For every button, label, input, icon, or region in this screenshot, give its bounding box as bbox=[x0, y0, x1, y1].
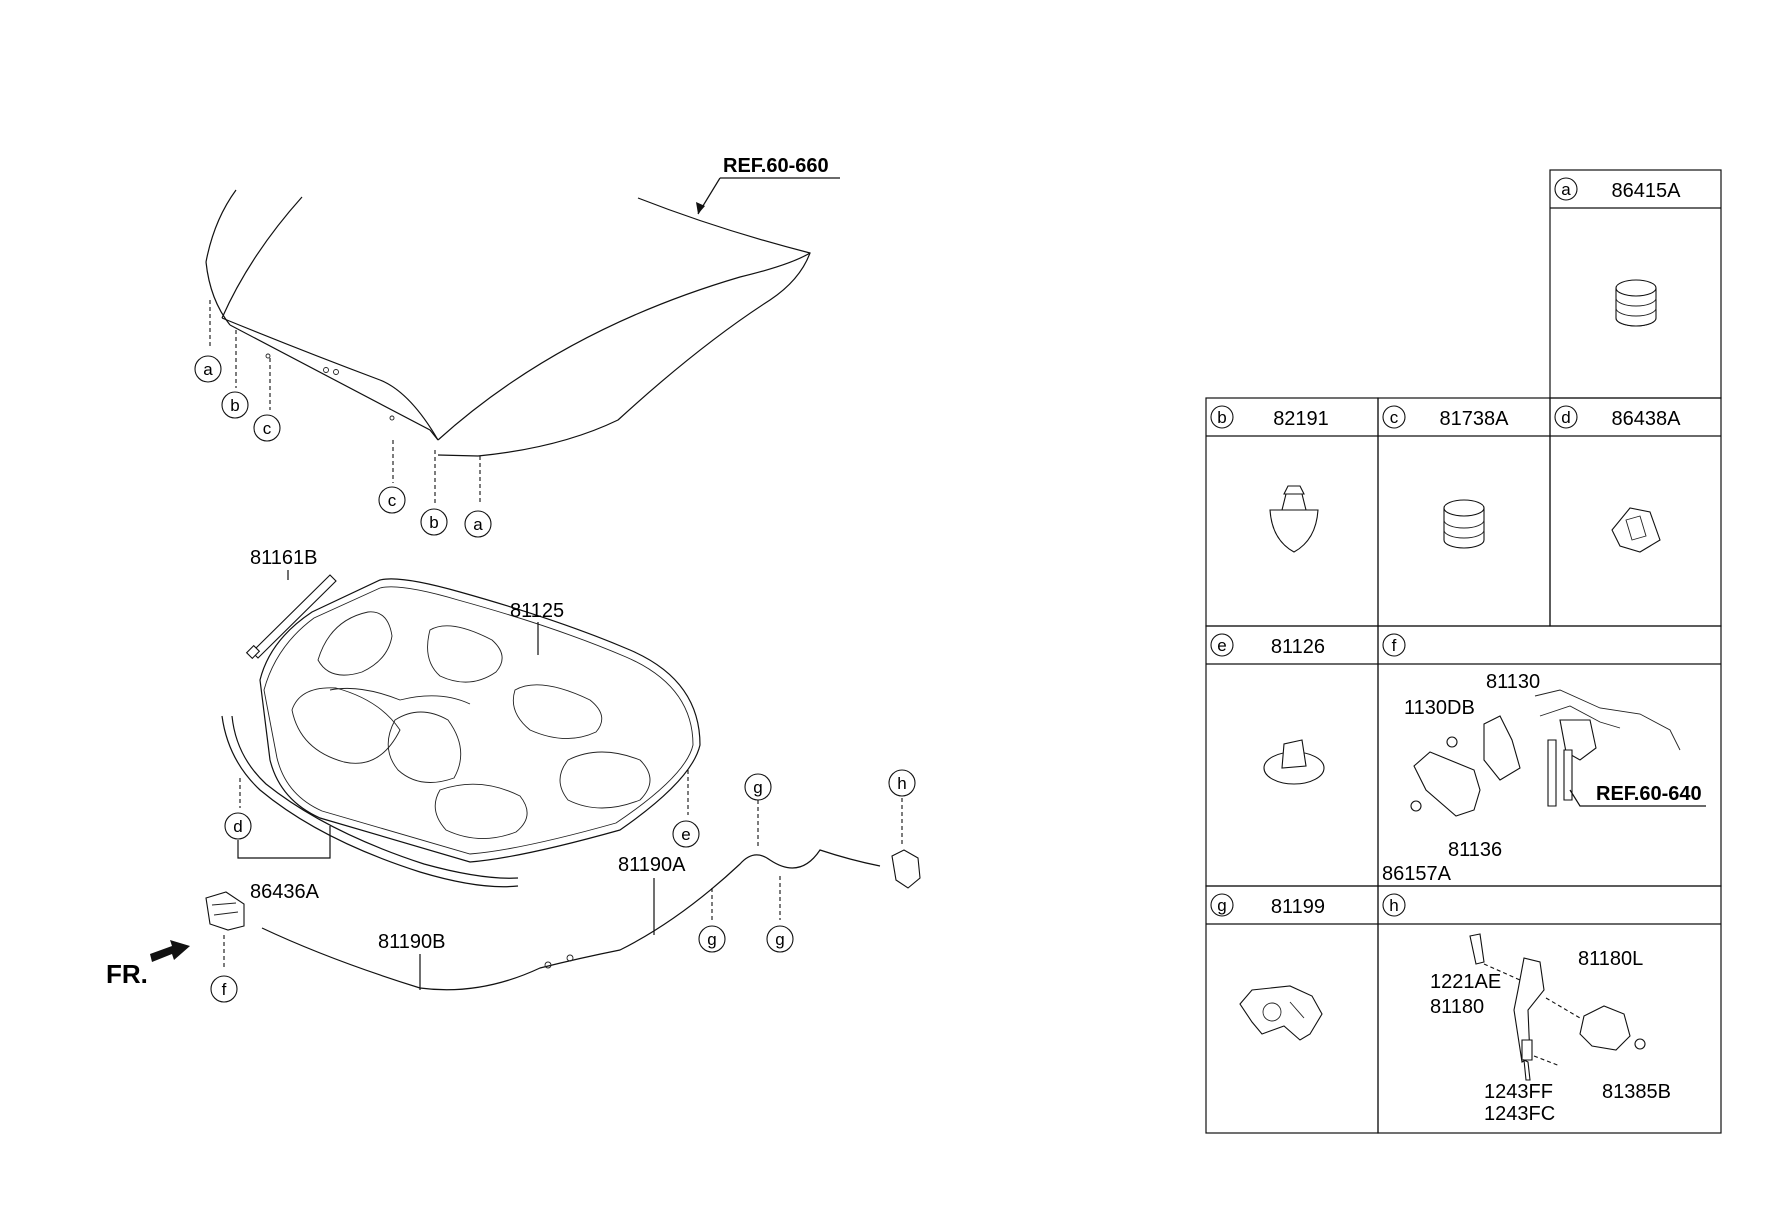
cell-part-number: 86415A bbox=[1612, 180, 1682, 202]
cell-letter: c bbox=[1390, 408, 1399, 427]
front-label: FR. bbox=[106, 959, 148, 989]
callout-letter: f bbox=[222, 980, 227, 999]
ref-latch-label: REF.60-640 bbox=[1596, 783, 1702, 805]
callout-circle-b2 bbox=[420, 508, 448, 536]
cell-letter: f bbox=[1392, 636, 1397, 655]
parts-table: a 86415A b 82191 bbox=[1205, 169, 1722, 1134]
latch-label-81136: 81136 bbox=[1448, 839, 1502, 861]
hood-panel bbox=[205, 189, 811, 457]
callout-circle-a2 bbox=[464, 510, 492, 538]
callout-circle-f bbox=[210, 975, 238, 1003]
hood-insulator bbox=[259, 578, 701, 863]
callout-letter: b bbox=[429, 513, 438, 532]
cable-clips: g g g bbox=[698, 773, 794, 953]
callout-circle-g3 bbox=[766, 925, 794, 953]
callout-circle-a bbox=[194, 355, 222, 383]
bumper-stop-icon bbox=[1443, 499, 1485, 549]
callout-letter: g bbox=[753, 778, 762, 797]
cell-f: f 81130 1130DB 81136 86157A REF.60-640 bbox=[1377, 625, 1722, 887]
latch-label-86157a: 86157A bbox=[1382, 863, 1452, 885]
insulator-callout: 81125 bbox=[510, 600, 564, 655]
latch-label-1130db: 1130DB bbox=[1404, 697, 1475, 719]
weatherstrip: d 86436A bbox=[221, 715, 519, 903]
callout-letter: e bbox=[681, 825, 690, 844]
insulator-label: 81125 bbox=[510, 600, 564, 622]
handle-label-1243ff: 1243FF bbox=[1484, 1081, 1553, 1103]
cell-h: h 1221AE 81180L 81180 1243FF 1243FC 8138… bbox=[1377, 885, 1722, 1134]
cell-g: g 81199 bbox=[1205, 885, 1379, 1134]
cable-a-label: 81190A bbox=[618, 854, 686, 876]
callout-circle-h bbox=[888, 769, 916, 797]
callout-letter: d bbox=[233, 817, 242, 836]
callout-letter: g bbox=[775, 930, 784, 949]
callout-letter: h bbox=[897, 774, 906, 793]
handle-label-81385b: 81385B bbox=[1602, 1081, 1671, 1103]
weatherstrip-label: 86436A bbox=[250, 881, 320, 903]
cell-e: e 81126 bbox=[1205, 625, 1379, 887]
ref-hood-callout: REF.60-660 bbox=[696, 155, 840, 215]
callout-circle-g2 bbox=[744, 773, 772, 801]
callout-circle-c2 bbox=[378, 486, 406, 514]
front-arrow-icon bbox=[150, 940, 190, 962]
callout-e: e bbox=[672, 770, 700, 848]
callout-letter: a bbox=[203, 360, 213, 379]
handle-label-81180: 81180 bbox=[1430, 996, 1484, 1018]
clip-icon bbox=[1611, 507, 1661, 553]
cell-d: d 86438A bbox=[1549, 397, 1722, 627]
callout-circle-e bbox=[672, 820, 700, 848]
cell-part-number: 81738A bbox=[1440, 408, 1510, 430]
stay-rod-label: 81161B bbox=[250, 547, 317, 569]
release-cable: 81190B 81190A bbox=[261, 849, 881, 991]
cell-part-number: 81199 bbox=[1271, 896, 1325, 918]
release-handle-assembly-icon bbox=[1469, 933, 1646, 1081]
cell-c: c 81738A bbox=[1377, 397, 1551, 627]
latch-label-81130: 81130 bbox=[1486, 671, 1540, 693]
cell-b: b 82191 bbox=[1205, 397, 1379, 627]
cell-part-number: 81126 bbox=[1271, 636, 1325, 658]
callout-circle-c bbox=[253, 414, 281, 442]
ref-hood-label: REF.60-660 bbox=[723, 155, 829, 177]
callout-circle-g1 bbox=[698, 925, 726, 953]
callout-letter: c bbox=[263, 419, 272, 438]
cell-letter: a bbox=[1561, 180, 1571, 199]
grommet-icon bbox=[1269, 485, 1319, 553]
cell-letter: e bbox=[1217, 636, 1226, 655]
plug-icon bbox=[1263, 739, 1325, 785]
callout-letter: c bbox=[388, 491, 397, 510]
cable-b-label: 81190B bbox=[378, 931, 445, 953]
cell-part-number: 86438A bbox=[1612, 408, 1682, 430]
callout-circle-b bbox=[221, 391, 249, 419]
callout-letter: g bbox=[707, 930, 716, 949]
cell-part-number: 82191 bbox=[1273, 408, 1329, 430]
callout-circle-d bbox=[224, 812, 252, 840]
hood-callouts: a b c c b a bbox=[194, 300, 492, 538]
callout-letter: b bbox=[230, 396, 239, 415]
stay-rod: 81161B bbox=[245, 547, 337, 660]
release-handle: h bbox=[888, 769, 921, 889]
cell-letter: g bbox=[1217, 896, 1226, 915]
cable-clip-icon bbox=[1239, 985, 1323, 1041]
latch-assembly-icon bbox=[1410, 689, 1706, 817]
bumper-stop-icon bbox=[1615, 279, 1657, 327]
hood-latch-front: f bbox=[205, 891, 245, 1003]
cell-a: a 86415A bbox=[1549, 169, 1722, 399]
front-indicator: FR. bbox=[106, 940, 190, 989]
handle-label-81180l: 81180L bbox=[1578, 948, 1643, 970]
cell-letter: b bbox=[1217, 408, 1226, 427]
cell-letter: d bbox=[1561, 408, 1570, 427]
handle-label-1243fc: 1243FC bbox=[1484, 1103, 1555, 1125]
cell-letter: h bbox=[1389, 896, 1398, 915]
callout-letter: a bbox=[473, 515, 483, 534]
handle-label-1221ae: 1221AE bbox=[1430, 971, 1501, 993]
